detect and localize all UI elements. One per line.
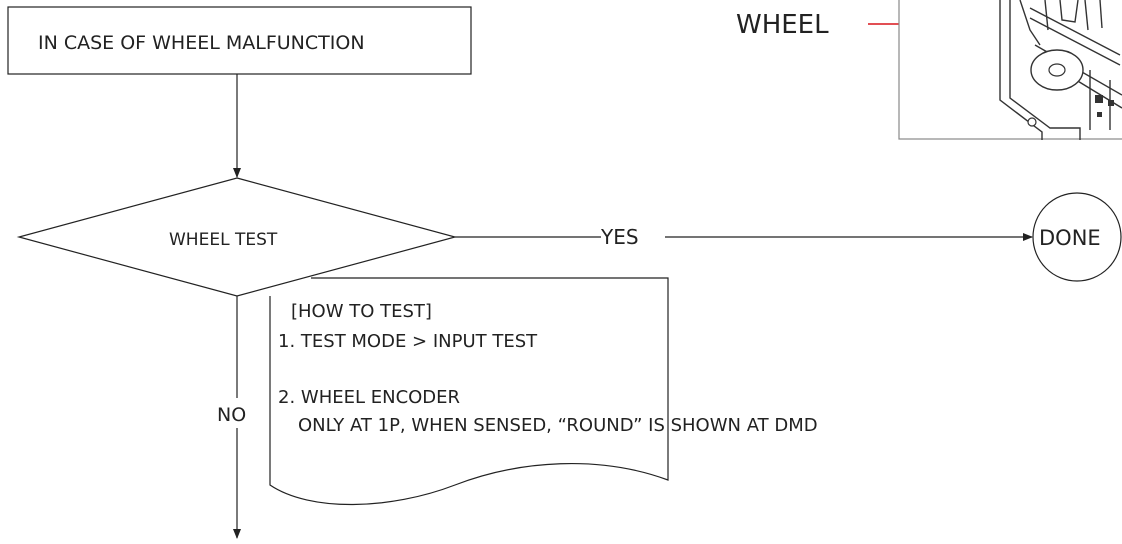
no-label-bg xyxy=(214,398,260,428)
machine-photo xyxy=(898,0,1122,140)
note-step-2-detail: ONLY AT 1P, WHEN SENSED, “ROUND” IS SHOW… xyxy=(298,415,818,436)
start-box-label: IN CASE OF WHEEL MALFUNCTION xyxy=(38,32,365,54)
no-label: NO xyxy=(217,404,246,426)
note-title: [HOW TO TEST] xyxy=(291,301,432,322)
yes-label: YES xyxy=(600,225,639,249)
start-box: IN CASE OF WHEEL MALFUNCTION xyxy=(7,6,472,75)
decision-diamond: WHEEL TEST xyxy=(16,177,458,297)
decision-label: WHEEL TEST xyxy=(169,230,278,250)
done-terminal: DONE xyxy=(1032,192,1122,282)
photo-callout-label: WHEEL xyxy=(736,10,829,40)
done-label: DONE xyxy=(1039,226,1101,250)
note-step-2: 2. WHEEL ENCODER xyxy=(278,387,460,408)
note-step-1: 1. TEST MODE > INPUT TEST xyxy=(278,331,538,352)
how-to-test-note: [HOW TO TEST] 1. TEST MODE > INPUT TEST … xyxy=(269,277,818,506)
